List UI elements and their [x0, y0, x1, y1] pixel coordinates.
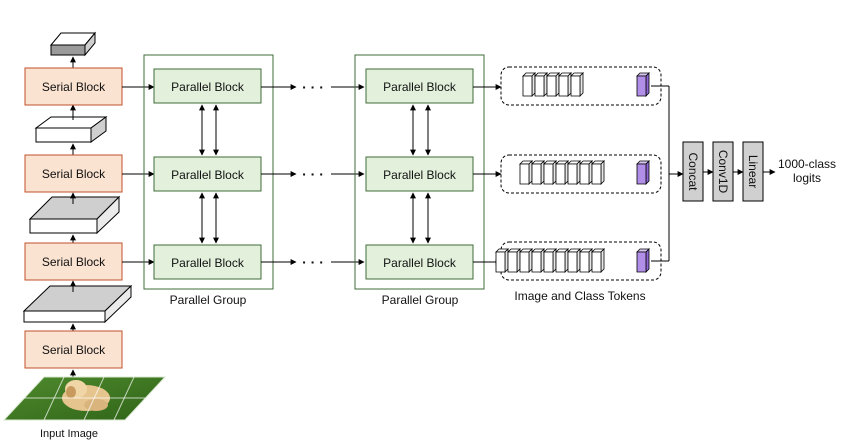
- token-box: [500, 154, 662, 194]
- image-token: [555, 160, 569, 185]
- conv1d-block: Conv1D: [712, 141, 734, 202]
- parallel-group: Parallel Block Parallel Block Parallel B…: [354, 54, 485, 290]
- parallel-block-label: Parallel Block: [171, 80, 245, 94]
- serial-stage-column: Serial Block Serial Block Serial Block S…: [2, 31, 167, 440]
- parallel-block-label: Parallel Block: [383, 80, 457, 94]
- feature-map-slab: [49, 31, 97, 57]
- output-label-line1: 1000-class: [778, 157, 836, 171]
- parallel-block: Parallel Block: [153, 68, 262, 104]
- image-token: [507, 248, 521, 273]
- image-token: [531, 248, 545, 273]
- ellipsis: · · ·: [302, 166, 324, 182]
- serial-block: Serial Block: [24, 242, 123, 281]
- class-token: [636, 248, 650, 273]
- linear-label: Linear: [746, 155, 760, 188]
- parallel-block: Parallel Block: [153, 244, 262, 280]
- serial-block: Serial Block: [24, 154, 123, 193]
- image-token: [522, 72, 536, 97]
- image-token: [531, 160, 545, 185]
- tokens-label: Image and Class Tokens: [514, 289, 645, 303]
- token-connector: [651, 85, 684, 262]
- feature-map-slab: [34, 116, 108, 143]
- parallel-block-label: Parallel Block: [171, 256, 245, 270]
- ellipsis: · · ·: [302, 254, 324, 270]
- serial-block: Serial Block: [24, 330, 123, 369]
- concat-block: Concat: [682, 141, 704, 202]
- serial-block-label: Serial Block: [42, 255, 106, 269]
- image-token: [555, 248, 569, 273]
- linear-block: Linear: [742, 141, 764, 202]
- serial-block-label: Serial Block: [42, 80, 106, 94]
- image-token: [591, 160, 605, 185]
- parallel-group-label: Parallel Group: [170, 293, 247, 307]
- image-token: [579, 160, 593, 185]
- output-label-line2: logits: [793, 171, 821, 185]
- image-token: [546, 72, 560, 97]
- image-token: [519, 160, 533, 185]
- image-token: [495, 248, 509, 273]
- parallel-block: Parallel Block: [365, 244, 474, 280]
- token-rows: [495, 66, 662, 281]
- serial-block-label: Serial Block: [42, 343, 106, 357]
- image-token: [579, 248, 593, 273]
- input-image-label: Input Image: [40, 428, 98, 440]
- image-token: [543, 248, 557, 273]
- parallel-block: Parallel Block: [153, 156, 262, 192]
- class-token: [636, 160, 650, 185]
- parallel-group-label: Parallel Group: [382, 293, 459, 307]
- ellipsis: · · ·: [302, 79, 324, 95]
- feature-map-slab: [22, 284, 133, 324]
- parallel-group: Parallel Block Parallel Block Parallel B…: [143, 54, 274, 290]
- image-token: [543, 160, 557, 185]
- image-token: [567, 160, 581, 185]
- serial-block-label: Serial Block: [42, 167, 106, 181]
- input-image: [2, 376, 167, 421]
- serial-block: Serial Block: [24, 67, 123, 106]
- image-token: [519, 248, 533, 273]
- image-token: [567, 248, 581, 273]
- parallel-block: Parallel Block: [365, 68, 474, 104]
- conv1d-label: Conv1D: [716, 150, 730, 194]
- parallel-block-label: Parallel Block: [383, 256, 457, 270]
- image-token: [558, 72, 572, 97]
- parallel-block: Parallel Block: [365, 156, 474, 192]
- class-token: [636, 72, 650, 97]
- feature-map-slab: [28, 195, 121, 235]
- concat-label: Concat: [686, 152, 700, 191]
- image-token: [570, 72, 584, 97]
- image-token: [534, 72, 548, 97]
- image-token: [591, 248, 605, 273]
- parallel-block-label: Parallel Block: [383, 168, 457, 182]
- parallel-block-label: Parallel Block: [171, 168, 245, 182]
